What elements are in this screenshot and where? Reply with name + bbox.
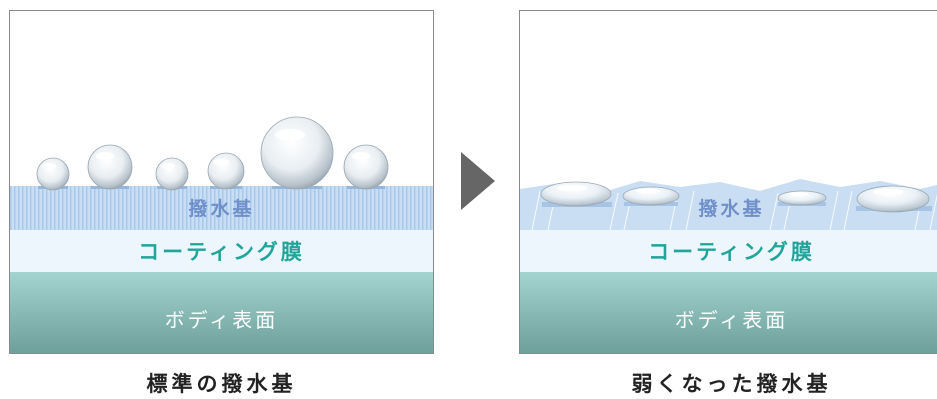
water-droplet: [36, 157, 70, 191]
water-droplet: [622, 186, 680, 206]
water-droplet: [207, 152, 245, 190]
body-surface-layer: [520, 272, 937, 353]
body-surface-label: ボディ表面: [674, 308, 789, 332]
water-droplet: [540, 181, 612, 207]
standard-diagram-graphic: [10, 116, 433, 353]
coating-layer: [520, 230, 937, 272]
water-droplet: [343, 144, 389, 190]
water-droplet: [87, 144, 133, 190]
standard-caption: 標準の撥水基: [146, 372, 297, 396]
water-repellent-label: 撥水基: [698, 198, 765, 220]
coating-label: コーティング膜: [138, 240, 305, 264]
triangle-right-arrow-icon: [461, 152, 495, 210]
standard-water-repellent-panel: 撥水基 コーティング膜 ボディ表面: [9, 10, 434, 354]
weakened-water-repellent-panel: 撥水基 コーティング膜 ボディ表面: [519, 10, 937, 354]
weakened-caption: 弱くなった撥水基: [631, 372, 832, 396]
water-droplet: [260, 116, 334, 190]
water-droplet: [155, 157, 189, 191]
water-repellent-label: 撥水基: [188, 198, 255, 220]
body-surface-layer: [10, 272, 433, 353]
coating-layer: [10, 230, 433, 272]
body-surface-label: ボディ表面: [164, 308, 279, 332]
water-repellent-layer: [10, 186, 433, 230]
weakened-diagram-graphic: [520, 179, 937, 353]
water-droplets: [36, 116, 389, 191]
flattened-water-droplets: [540, 181, 932, 213]
coating-label: コーティング膜: [648, 240, 815, 264]
water-droplet: [856, 185, 932, 213]
water-droplet: [777, 190, 827, 206]
